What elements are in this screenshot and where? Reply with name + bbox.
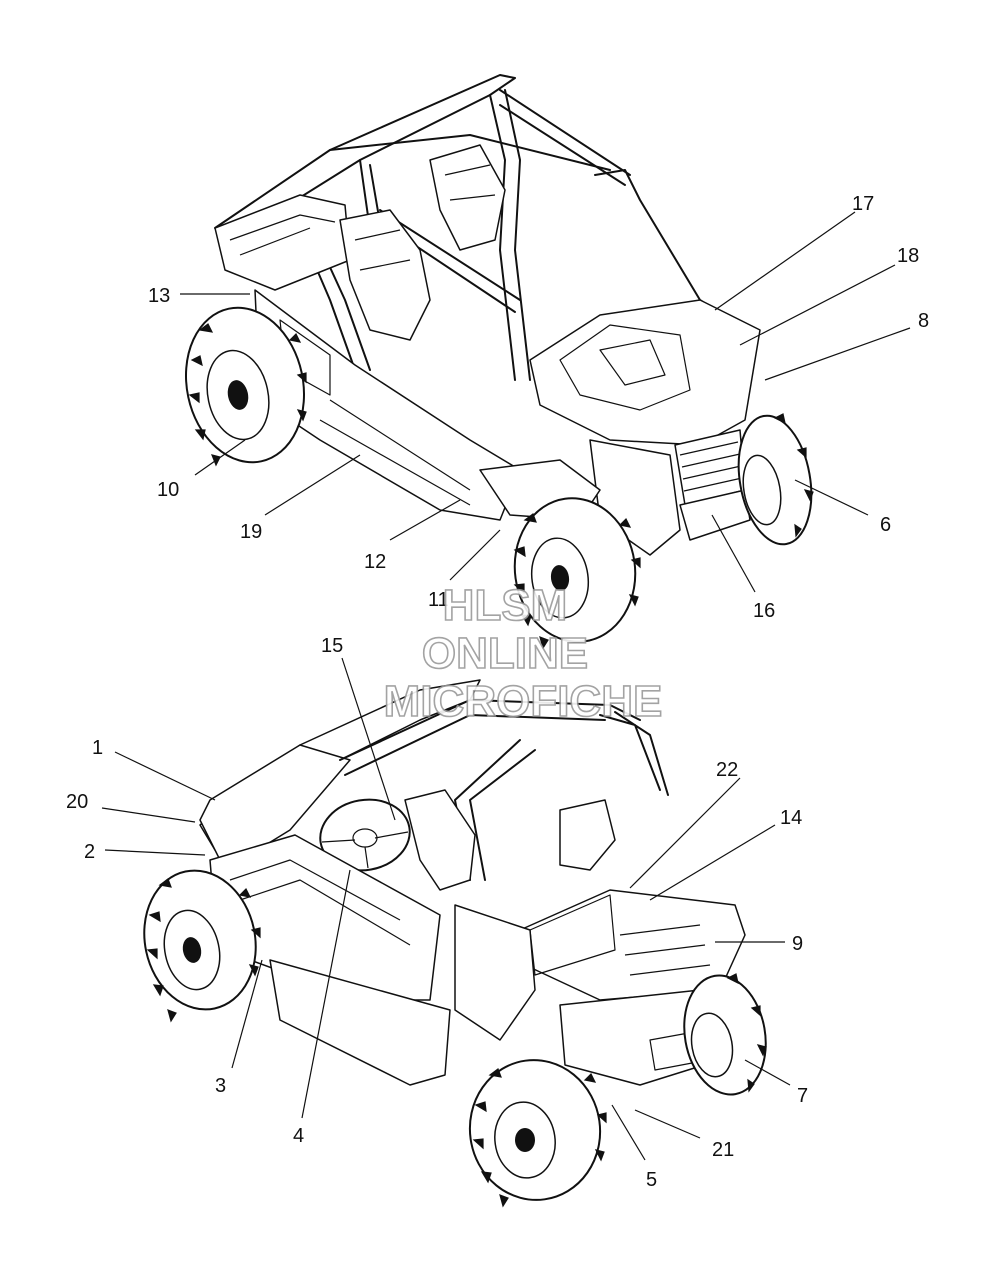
callout-20: 20: [66, 791, 88, 813]
callout-1: 1: [92, 737, 103, 759]
callout-2: 2: [84, 841, 95, 863]
callout-10: 10: [157, 479, 179, 501]
callout-5: 5: [646, 1169, 657, 1191]
callout-7: 7: [797, 1085, 808, 1107]
top-front-right-wheel: [737, 413, 814, 546]
callout-4: 4: [293, 1125, 304, 1147]
callout-17: 17: [852, 193, 874, 215]
vehicle-bottom-rear-view: [143, 679, 767, 1208]
callout-labels: 17 18 8 13 10 19 12 11 16 6 15 1 20 2 3 …: [66, 193, 929, 1191]
callout-13: 13: [148, 285, 170, 307]
bottom-rear-left-wheel: [143, 869, 261, 1023]
callout-18: 18: [897, 245, 919, 267]
callout-9: 9: [792, 933, 803, 955]
callout-11: 11: [428, 589, 449, 611]
callout-3: 3: [215, 1075, 226, 1097]
callout-16: 16: [753, 600, 775, 622]
callout-8: 8: [918, 310, 929, 332]
watermark-line-3: MICROFICHE: [384, 677, 663, 726]
top-rear-left-wheel: [184, 306, 307, 467]
callout-14: 14: [780, 807, 802, 829]
vehicle-top-front-view: [184, 74, 814, 650]
callout-19: 19: [240, 521, 262, 543]
callout-6: 6: [880, 514, 891, 536]
callout-21: 21: [712, 1139, 734, 1161]
top-front-left-wheel: [513, 497, 641, 650]
watermark: HLSM ONLINE MICROFICHE: [383, 580, 663, 727]
callout-22: 22: [716, 759, 738, 781]
watermark-line-1: HLSM: [443, 581, 568, 630]
callout-12: 12: [364, 551, 386, 573]
callout-15: 15: [321, 635, 343, 657]
leader-lines: [101, 211, 911, 1161]
bottom-rear-right-wheel: [468, 1059, 607, 1208]
watermark-line-2: ONLINE: [422, 629, 588, 678]
bottom-front-right-wheel: [683, 973, 767, 1096]
